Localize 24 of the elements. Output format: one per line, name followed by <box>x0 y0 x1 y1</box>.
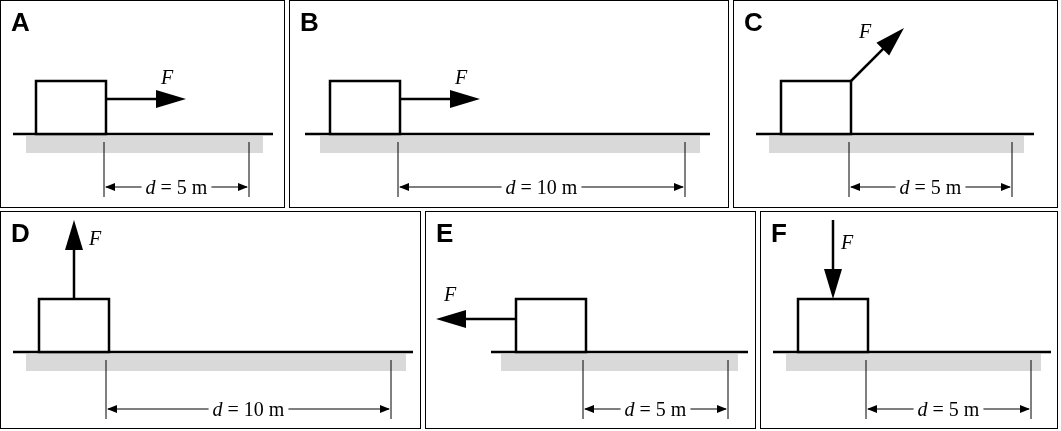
panel-letter: E <box>436 218 454 249</box>
diagram-panel <box>0 211 421 429</box>
distance-label: d = 5 m <box>145 177 208 197</box>
diagram-panel <box>425 211 756 429</box>
distance-label: d = 5 m <box>624 399 687 419</box>
force-label: F <box>89 228 102 248</box>
diagram-panel <box>760 211 1058 429</box>
force-label: F <box>444 284 457 304</box>
diagram-panel <box>733 0 1058 208</box>
panel-letter: F <box>771 218 787 249</box>
force-label: F <box>841 232 854 252</box>
force-label: F <box>859 21 872 41</box>
force-label: F <box>161 67 174 87</box>
panel-letter: B <box>300 7 319 38</box>
panel-letter: C <box>744 7 763 38</box>
panel-letter: A <box>11 7 30 38</box>
force-label: F <box>455 67 468 87</box>
distance-label: d = 10 m <box>212 399 285 419</box>
panel-letter: D <box>11 218 30 249</box>
distance-label: d = 10 m <box>505 177 578 197</box>
distance-label: d = 5 m <box>917 399 980 419</box>
diagram-panel <box>289 0 729 208</box>
distance-label: d = 5 m <box>899 177 962 197</box>
diagram-panel <box>0 0 285 208</box>
